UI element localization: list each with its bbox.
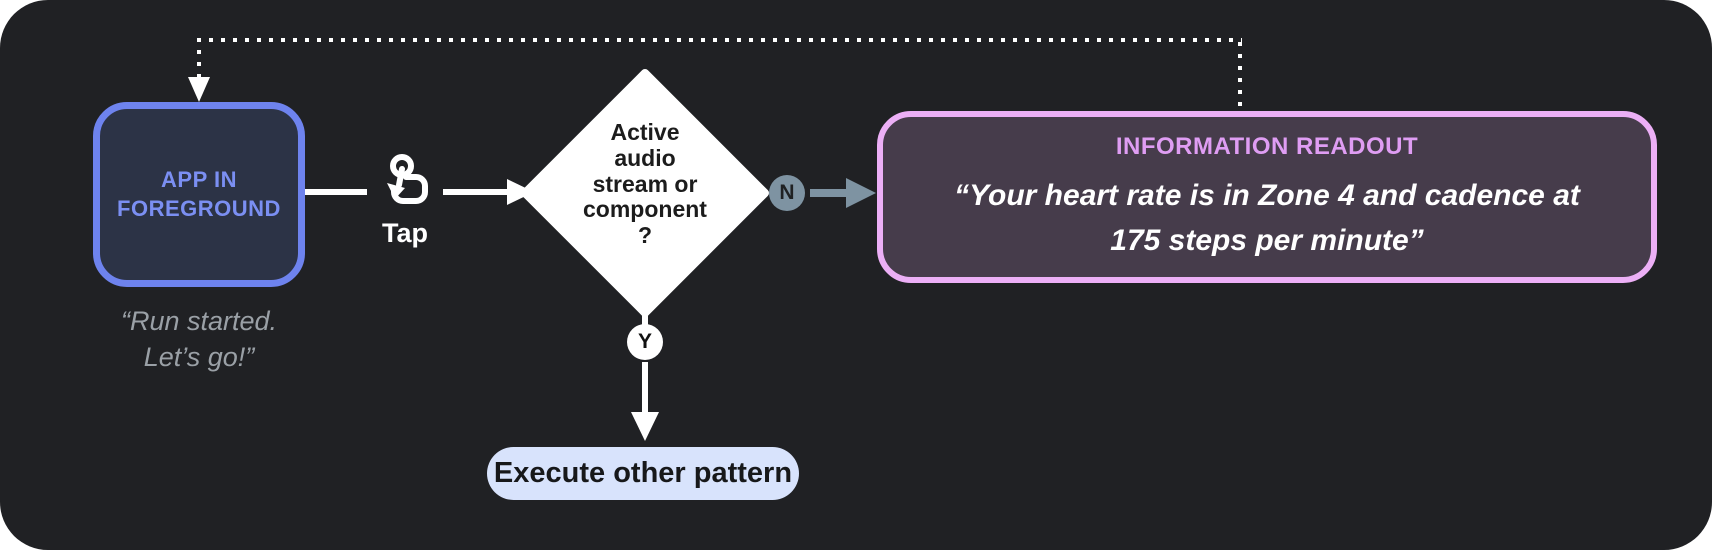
node-app-in-foreground: APP IN FOREGROUND: [93, 102, 305, 287]
decision-label: Active audio stream or component ?: [583, 119, 707, 248]
yes-to-execute-arrowhead: [631, 412, 659, 441]
tap-label: Tap: [382, 218, 428, 248]
tap-to-decision-arrowhead: [507, 179, 534, 205]
app-voice-quote: “Run started. Let’s go!”: [120, 306, 278, 373]
yes-badge: Y: [627, 324, 663, 360]
feedback-loop-dotted-line: [197, 38, 1242, 108]
node-information-readout: INFORMATION READOUT “Your heart rate is …: [877, 111, 1657, 283]
no-badge: N: [769, 175, 805, 211]
tap-icon: [375, 152, 435, 218]
information-readout-title: INFORMATION READOUT: [1115, 133, 1419, 160]
app-in-foreground-label: APP IN FOREGROUND: [117, 166, 281, 221]
information-readout-quote: “Your heart rate is in Zone 4 and cadenc…: [954, 179, 1580, 257]
node-execute-other-pattern: Execute other pattern: [487, 447, 799, 500]
no-to-readout-arrowhead: [846, 178, 876, 208]
feedback-loop-arrowhead: [188, 77, 210, 102]
